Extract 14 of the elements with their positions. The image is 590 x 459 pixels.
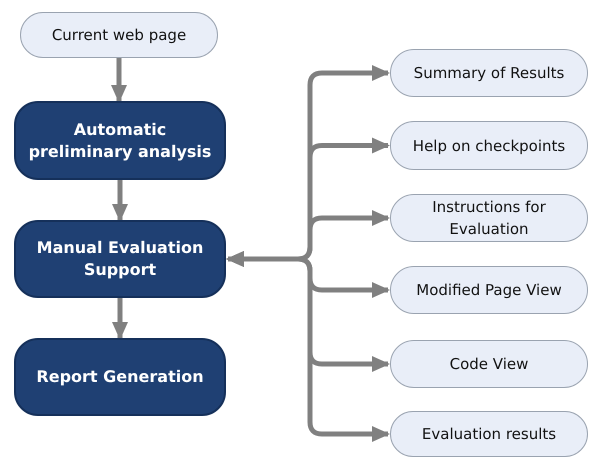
output-box: Modified Page View (390, 266, 588, 314)
arrow (226, 251, 390, 442)
arrow (111, 58, 127, 103)
output-box: Evaluation results (390, 411, 588, 457)
process-box: Automatic preliminary analysis (14, 101, 226, 180)
arrow (112, 298, 128, 340)
output-box: Help on checkpoints (390, 121, 588, 170)
process-box: Report Generation (14, 338, 226, 416)
output-box: Instructions for Evaluation (390, 194, 588, 242)
output-box: Current web page (20, 12, 218, 58)
process-box: Manual Evaluation Support (14, 220, 226, 298)
output-box: Code View (390, 340, 588, 388)
output-box: Summary of Results (390, 49, 588, 97)
arrow (112, 180, 128, 222)
